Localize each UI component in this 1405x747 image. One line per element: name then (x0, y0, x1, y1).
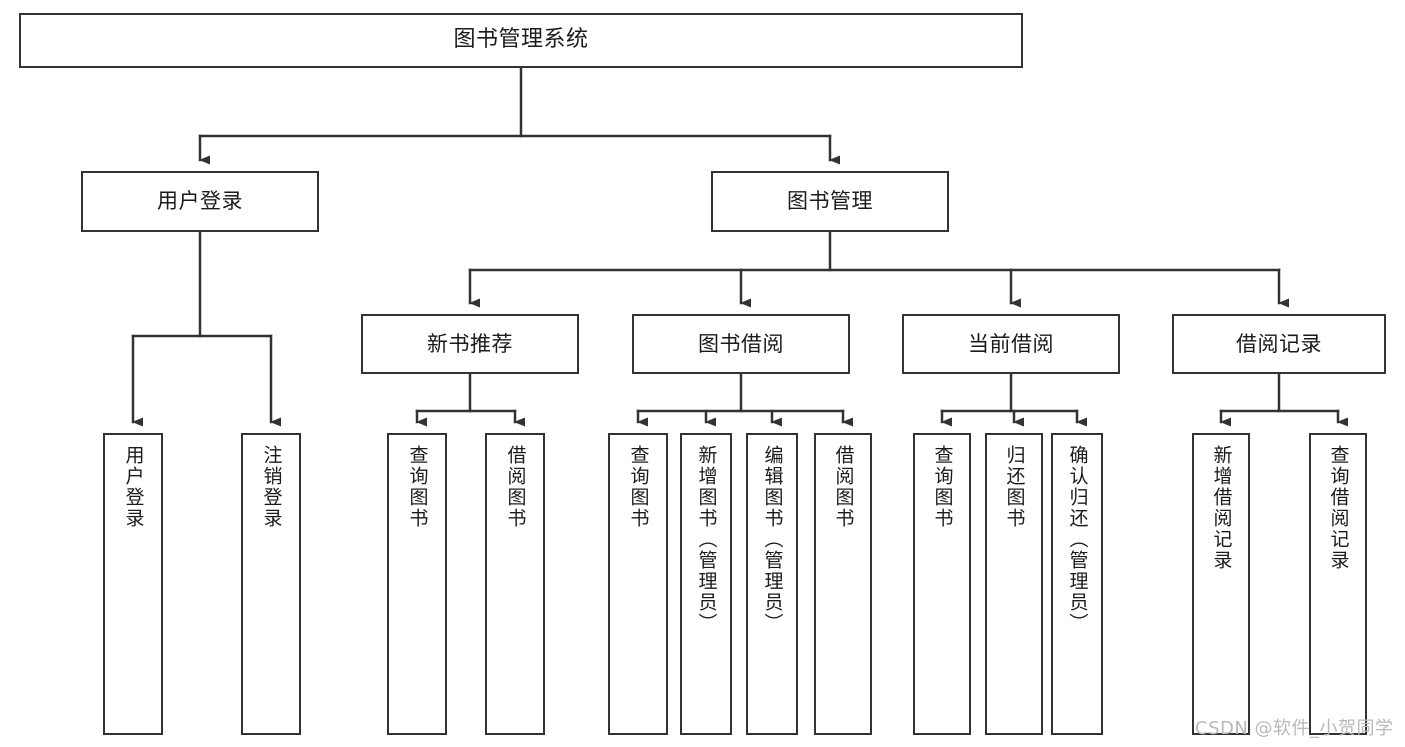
node-leaf-user-login-label: 用户登录 (122, 445, 145, 529)
node-leaf-query-book-3-label: 查询图书 (931, 445, 954, 529)
node-current-borrow-label: 当前借阅 (968, 331, 1054, 356)
node-leaf-user-login[interactable]: 用户登录 (103, 433, 163, 735)
node-leaf-query-book-2[interactable]: 查询图书 (608, 433, 668, 735)
node-root[interactable]: 图书管理系统 (19, 13, 1023, 68)
node-leaf-add-record[interactable]: 新增借阅记录 (1192, 433, 1250, 735)
node-leaf-add-record-label: 新增借阅记录 (1210, 445, 1233, 571)
node-leaf-query-record-label: 查询借阅记录 (1327, 445, 1350, 571)
node-leaf-query-book-2-label: 查询图书 (627, 445, 650, 529)
node-leaf-return-book-label: 归还图书 (1003, 445, 1026, 529)
node-leaf-query-book-1[interactable]: 查询图书 (387, 433, 447, 735)
node-new-book-rec[interactable]: 新书推荐 (361, 314, 579, 374)
node-leaf-logout[interactable]: 注销登录 (241, 433, 301, 735)
node-leaf-confirm-return-label: 确认归还（管理员） (1066, 445, 1089, 634)
node-leaf-add-book[interactable]: 新增图书（管理员） (680, 433, 732, 735)
watermark-text: CSDN @软件_小贺同学 (1195, 718, 1394, 739)
node-leaf-borrow-book-2[interactable]: 借阅图书 (814, 433, 872, 735)
node-book-borrow-label: 图书借阅 (698, 331, 784, 356)
node-leaf-query-book-3[interactable]: 查询图书 (913, 433, 971, 735)
node-leaf-query-book-1-label: 查询图书 (406, 445, 429, 529)
node-leaf-edit-book-label: 编辑图书（管理员） (761, 445, 784, 634)
node-leaf-add-book-label: 新增图书（管理员） (695, 445, 718, 634)
node-leaf-logout-label: 注销登录 (260, 445, 283, 529)
node-user-login[interactable]: 用户登录 (81, 171, 319, 232)
node-leaf-borrow-book-2-label: 借阅图书 (832, 445, 855, 529)
node-user-login-label: 用户登录 (157, 189, 243, 214)
node-leaf-confirm-return[interactable]: 确认归还（管理员） (1051, 433, 1103, 735)
node-current-borrow[interactable]: 当前借阅 (902, 314, 1120, 374)
node-leaf-borrow-book-1[interactable]: 借阅图书 (485, 433, 545, 735)
node-new-book-rec-label: 新书推荐 (427, 331, 513, 356)
node-book-borrow[interactable]: 图书借阅 (632, 314, 850, 374)
node-leaf-edit-book[interactable]: 编辑图书（管理员） (746, 433, 798, 735)
node-borrow-record[interactable]: 借阅记录 (1172, 314, 1386, 374)
node-borrow-record-label: 借阅记录 (1236, 331, 1322, 356)
node-book-manage[interactable]: 图书管理 (711, 171, 949, 232)
node-leaf-borrow-book-1-label: 借阅图书 (504, 445, 527, 529)
node-leaf-query-record[interactable]: 查询借阅记录 (1309, 433, 1367, 735)
node-book-manage-label: 图书管理 (787, 189, 873, 214)
node-root-label: 图书管理系统 (453, 27, 589, 53)
node-leaf-return-book[interactable]: 归还图书 (985, 433, 1043, 735)
